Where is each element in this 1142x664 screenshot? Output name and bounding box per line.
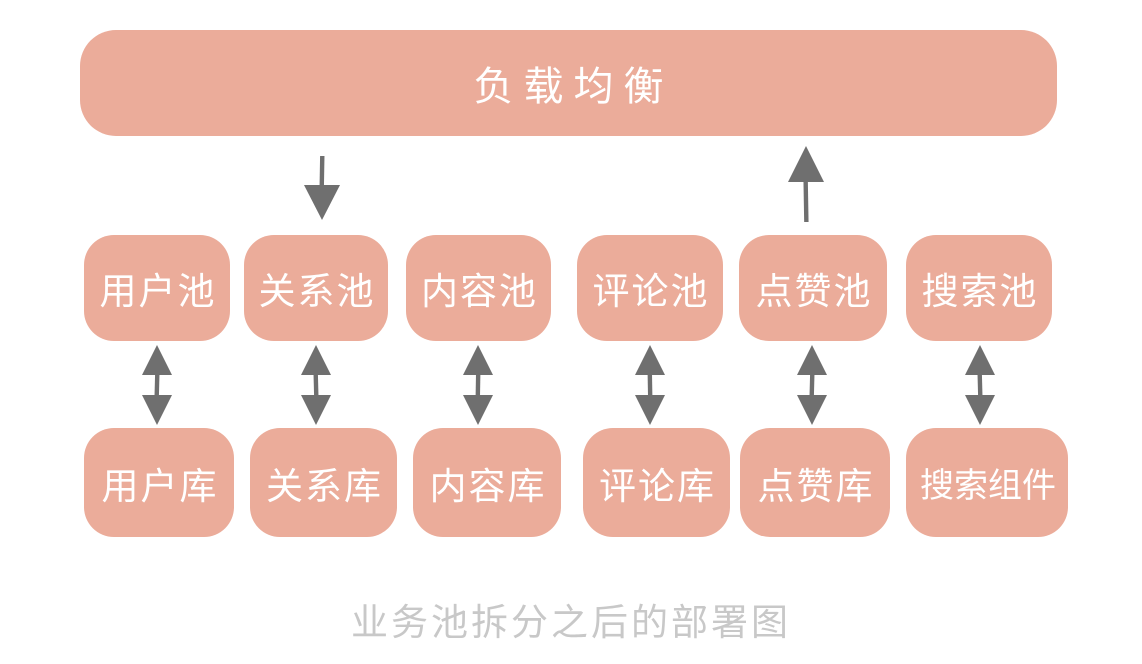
pool-box-content: 内容池: [406, 235, 551, 341]
diagram-caption: 业务池拆分之后的部署图: [351, 601, 791, 644]
store-label: 关系库: [266, 464, 383, 508]
store-box-content-db: 内容库: [413, 428, 561, 537]
pool-box-comment: 评论池: [577, 235, 723, 341]
bidirectional-arrow-icon: [460, 344, 496, 426]
store-box-comment-db: 评论库: [583, 428, 730, 537]
pool-label: 内容池: [421, 270, 538, 313]
store-label: 内容库: [429, 464, 547, 508]
pool-label: 搜索池: [921, 270, 1039, 313]
pool-label: 关系池: [258, 270, 376, 313]
bidirectional-arrow-icon: [632, 344, 668, 426]
bidirectional-arrow-icon: [962, 344, 998, 426]
bidirectional-arrow-icon: [794, 344, 830, 426]
bidirectional-arrow-icon: [298, 344, 334, 426]
store-box-relation-db: 关系库: [250, 428, 397, 537]
store-label: 搜索组件: [920, 466, 1056, 506]
pool-label: 点赞池: [755, 270, 873, 313]
store-box-user-db: 用户库: [84, 428, 234, 537]
pool-box-user: 用户池: [84, 235, 230, 341]
load-balancer-box: 负载均衡: [80, 30, 1057, 136]
store-box-search-component: 搜索组件: [906, 428, 1068, 537]
bidirectional-arrow-icon: [139, 344, 175, 426]
up-arrow-icon: [786, 146, 826, 224]
pool-box-search: 搜索池: [906, 235, 1052, 341]
pool-label: 用户池: [99, 270, 217, 313]
store-box-like-db: 点赞库: [740, 428, 890, 537]
store-label: 用户库: [101, 464, 219, 508]
load-balancer-label: 负载均衡: [473, 64, 674, 110]
store-label: 评论库: [599, 464, 716, 508]
pool-label: 评论池: [592, 270, 710, 313]
pool-box-relation: 关系池: [244, 235, 388, 341]
pool-box-like: 点赞池: [739, 235, 887, 341]
down-arrow-icon: [302, 156, 342, 220]
store-label: 点赞库: [757, 464, 875, 508]
